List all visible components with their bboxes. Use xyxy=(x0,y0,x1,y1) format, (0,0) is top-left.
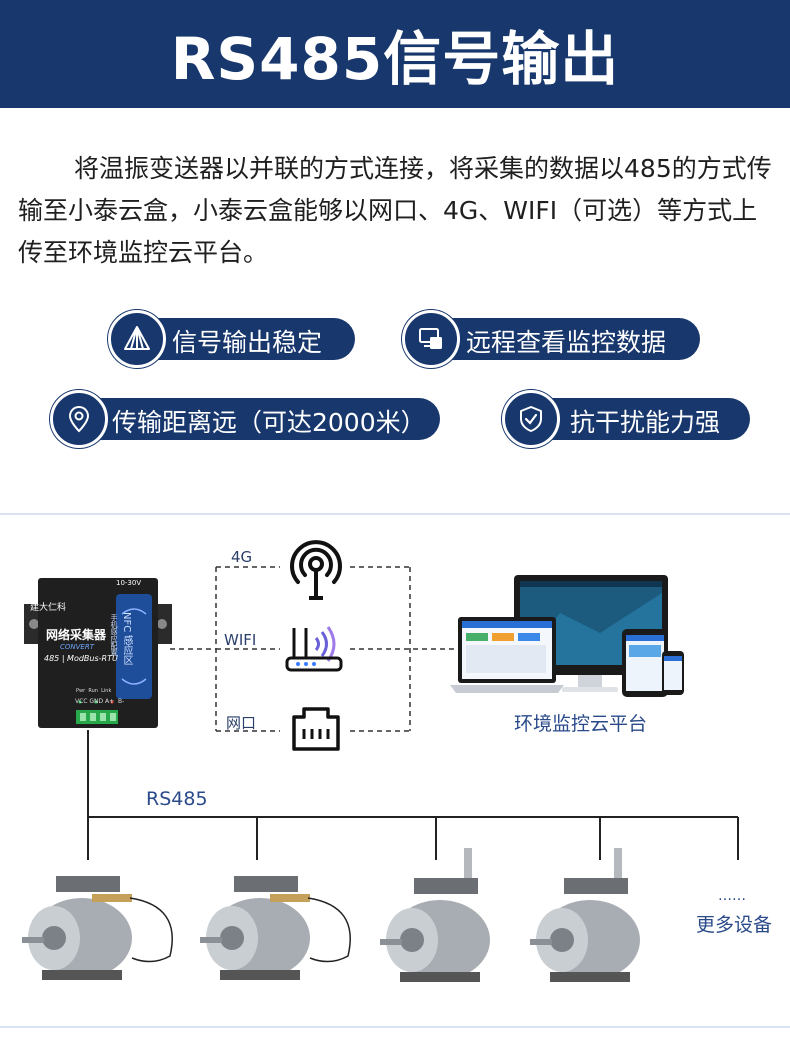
collector-name: 网络采集器 xyxy=(46,628,107,642)
feature-pill-remote: 远程查看监控数据 xyxy=(402,310,700,368)
pyramid-icon xyxy=(108,310,166,368)
description-text: 将温振变送器以并联的方式连接，将采集的数据以485的方式传输至小泰云盒，小泰云盒… xyxy=(18,154,772,267)
feature-label: 远程查看监控数据 xyxy=(466,328,667,357)
ethernet-port-icon xyxy=(292,707,340,751)
feature-label: 传输距离远（可达2000米） xyxy=(112,408,426,437)
collector-leds: Pwr Run Link xyxy=(76,688,112,694)
collector-nfc: NFC 感应区 xyxy=(121,612,132,666)
more-devices-label: 更多设备 xyxy=(696,914,773,936)
more-dots: …… xyxy=(718,888,746,904)
feature-pill-interference: 抗干扰能力强 xyxy=(502,390,750,448)
section-divider xyxy=(0,1026,790,1028)
collector-protocol: 485 | ModBus-RTU xyxy=(44,654,118,663)
collector-brand: 建大仁科 xyxy=(30,603,67,613)
section-divider xyxy=(0,513,790,515)
feature-label: 信号输出稳定 xyxy=(172,328,323,357)
wifi-router-icon xyxy=(285,626,343,672)
feature-pill-distance: 传输距离远（可达2000米） xyxy=(50,390,440,448)
rs485-label: RS485 xyxy=(146,788,208,810)
label-lan: 网口 xyxy=(226,714,257,732)
shield-check-icon xyxy=(502,390,560,448)
collector-device xyxy=(24,578,172,728)
connection-lines xyxy=(87,566,739,860)
motor-sensor xyxy=(22,876,173,980)
header-banner xyxy=(0,0,790,108)
collector-pins: VCC GND A+ B- xyxy=(75,698,125,705)
cloud-platform-devices xyxy=(450,575,684,697)
motor-sensor xyxy=(530,848,640,982)
motor-sensor xyxy=(200,876,351,980)
page-title: RS485信号输出 xyxy=(170,25,620,93)
collector-voltage: 10-30V xyxy=(116,579,142,587)
label-wifi: WIFI xyxy=(224,631,257,649)
motor-sensor xyxy=(380,848,490,982)
remote-monitor-icon xyxy=(402,310,460,368)
feature-pill-stable: 信号输出稳定 xyxy=(108,310,355,368)
label-4g: 4G xyxy=(231,548,253,566)
antenna-4g-icon xyxy=(290,540,342,600)
platform-label: 环境监控云平台 xyxy=(514,713,648,735)
location-pin-icon xyxy=(50,390,108,448)
collector-convert: CONVERT xyxy=(60,643,94,651)
feature-label: 抗干扰能力强 xyxy=(570,408,721,437)
collector-nfc-sub: 手机感应配置 xyxy=(110,614,118,656)
